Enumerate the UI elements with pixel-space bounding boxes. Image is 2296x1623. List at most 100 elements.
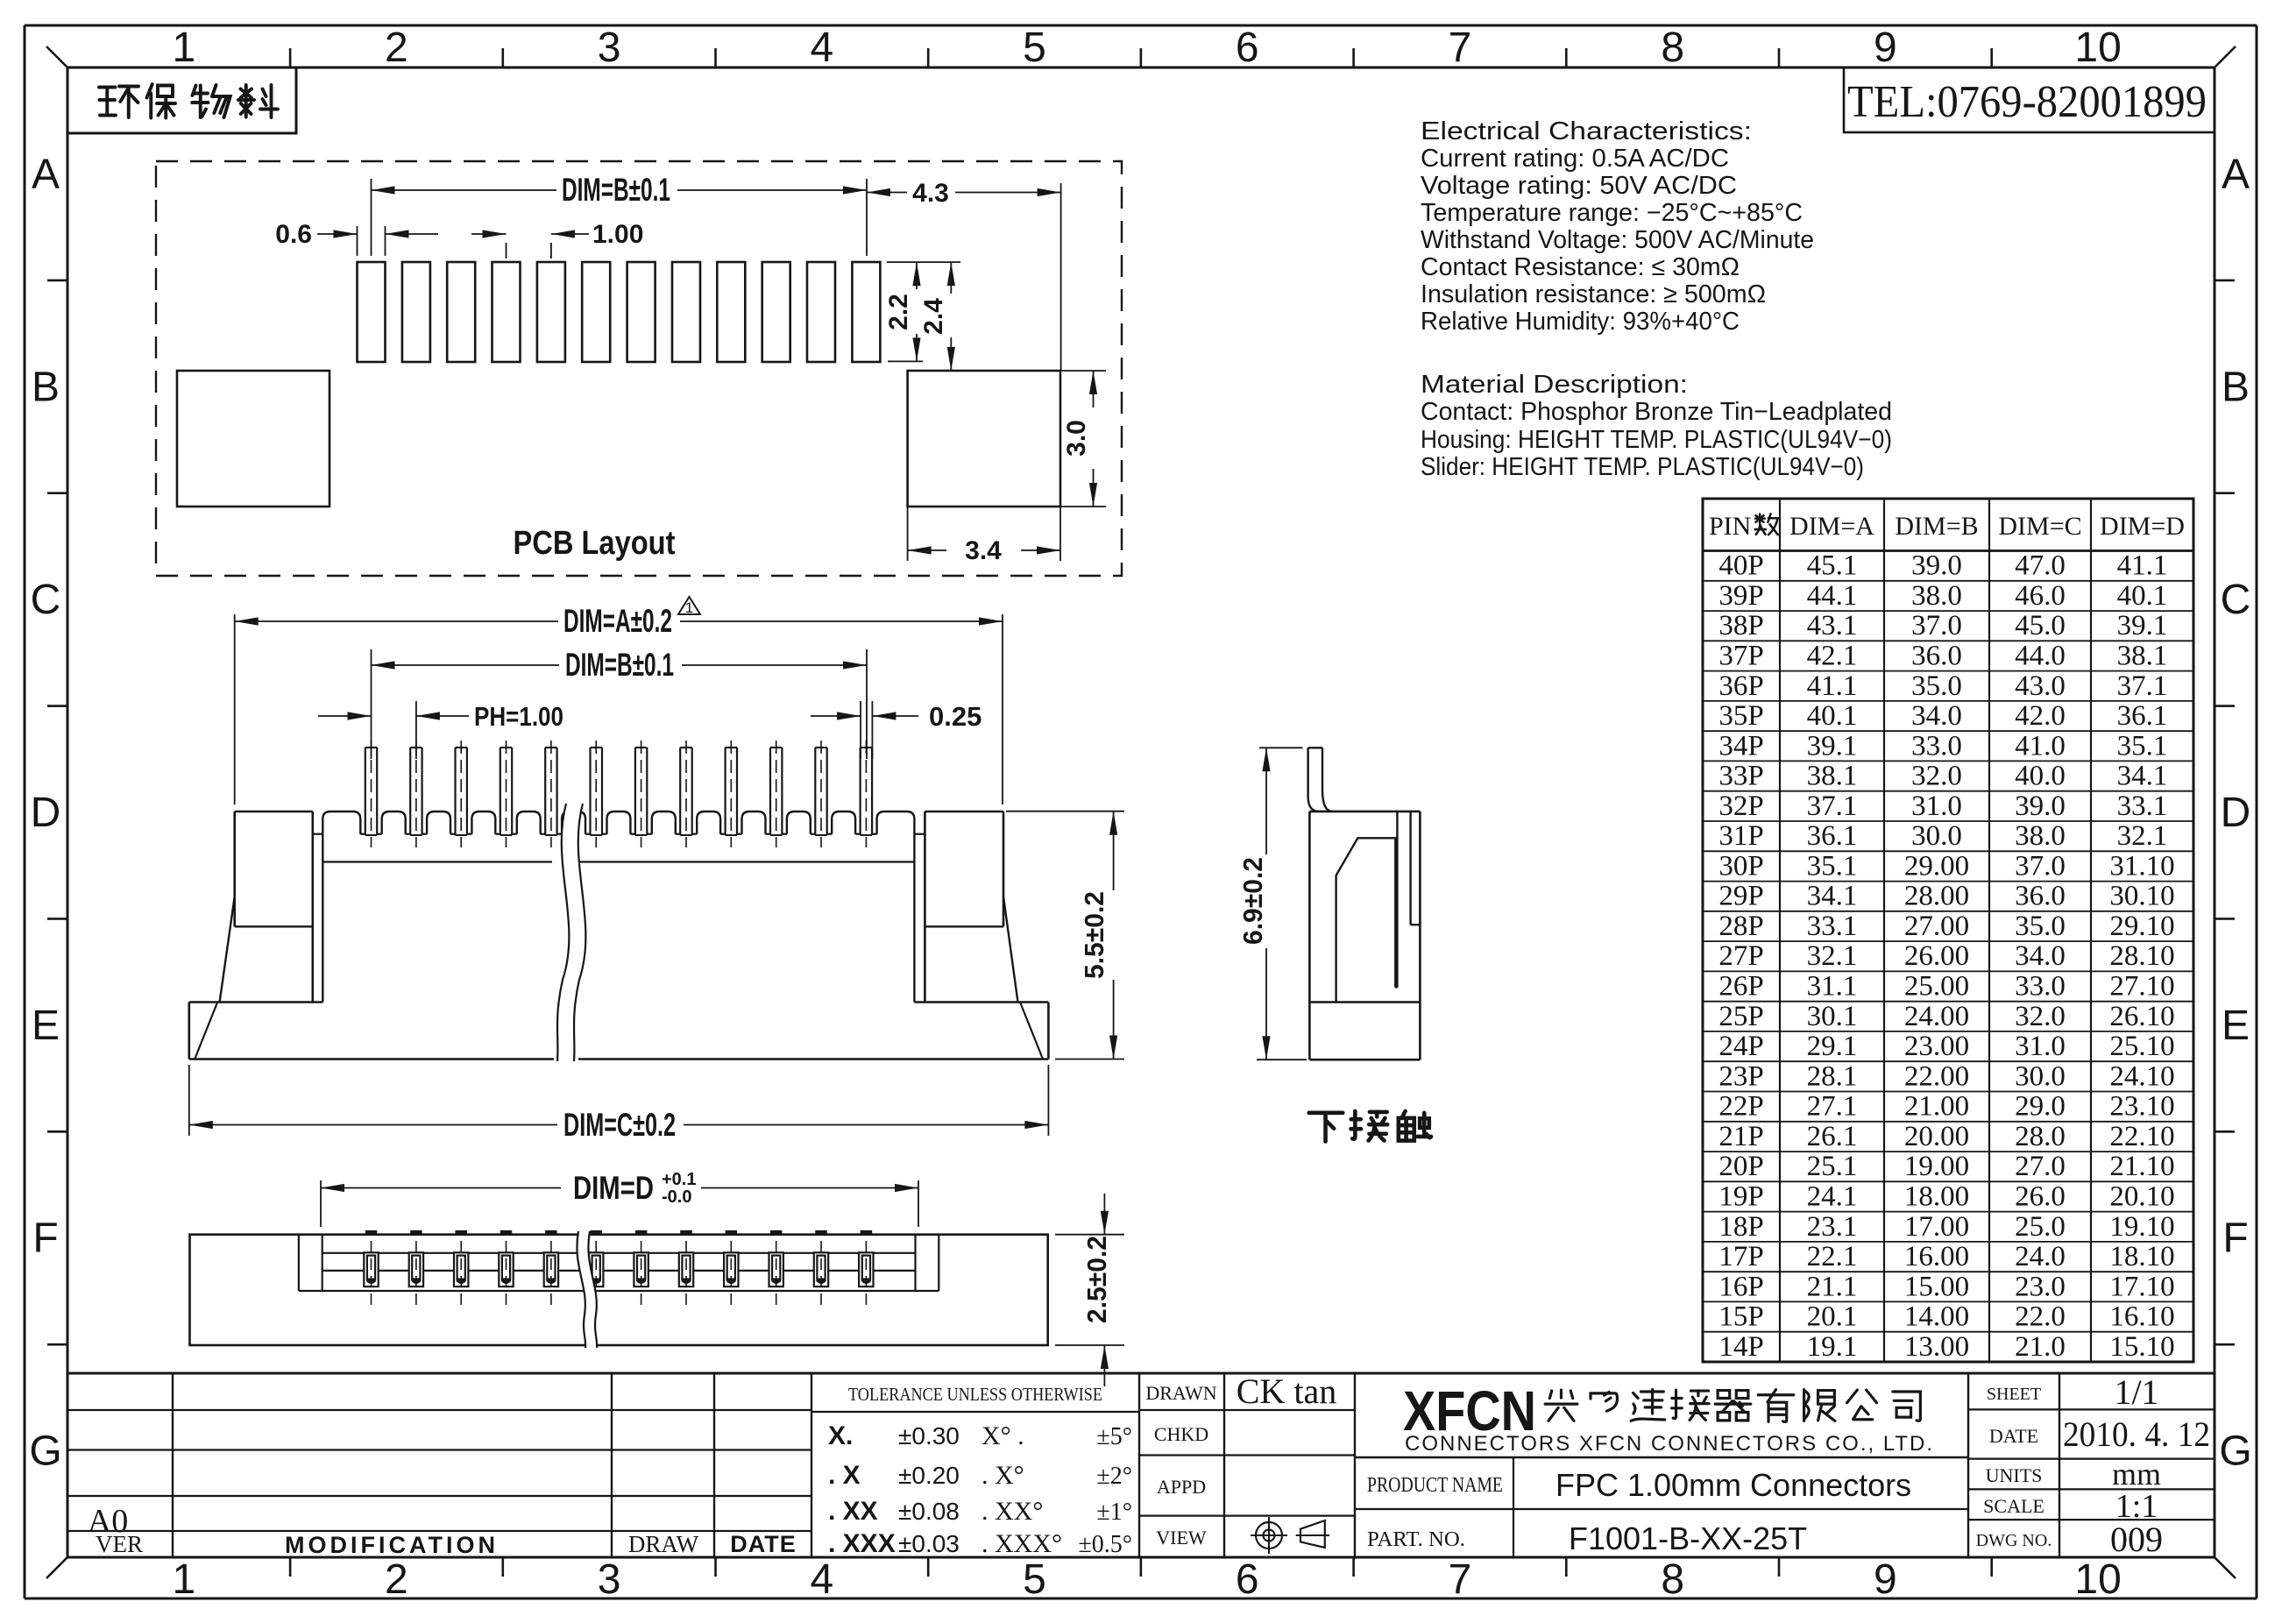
svg-text:CK tan: CK tan <box>1237 1371 1336 1411</box>
svg-text:±0.08: ±0.08 <box>898 1498 960 1525</box>
svg-text:18.00: 18.00 <box>1904 1181 1969 1213</box>
svg-text:21.1: 21.1 <box>1807 1271 1858 1302</box>
svg-text:0.25: 0.25 <box>929 701 981 732</box>
svg-text:C: C <box>2221 577 2251 623</box>
svg-text:VIEW: VIEW <box>1156 1527 1207 1549</box>
svg-text:5.5±0.2: 5.5±0.2 <box>1079 891 1109 979</box>
svg-text:C: C <box>31 577 61 623</box>
svg-text:F: F <box>2222 1215 2248 1262</box>
svg-text:33.0: 33.0 <box>2015 971 2066 1003</box>
svg-text:25.0: 25.0 <box>2015 1211 2066 1243</box>
svg-text:31.0: 31.0 <box>2015 1031 2066 1062</box>
svg-text:16P: 16P <box>1718 1271 1763 1302</box>
svg-text:009: 009 <box>2110 1520 2163 1559</box>
svg-text:42.0: 42.0 <box>2015 700 2066 732</box>
svg-text:36.1: 36.1 <box>1807 820 1858 852</box>
svg-text:18.10: 18.10 <box>2109 1241 2174 1272</box>
svg-text:CHKD: CHKD <box>1154 1423 1208 1445</box>
svg-text:16.10: 16.10 <box>2109 1301 2174 1333</box>
svg-text:G: G <box>29 1428 61 1475</box>
svg-text:2.5±0.2: 2.5±0.2 <box>1081 1236 1112 1323</box>
svg-text:43.1: 43.1 <box>1807 610 1858 641</box>
svg-text:20P: 20P <box>1718 1151 1763 1182</box>
svg-text:24.10: 24.10 <box>2109 1060 2174 1092</box>
svg-text:DIM=D: DIM=D <box>2100 512 2185 541</box>
svg-text:3: 3 <box>598 25 621 71</box>
svg-text:29.00: 29.00 <box>1904 850 1969 882</box>
svg-text:44.1: 44.1 <box>1807 580 1858 612</box>
svg-text:39P: 39P <box>1718 580 1763 612</box>
svg-text:16.00: 16.00 <box>1904 1241 1969 1272</box>
svg-text:29P: 29P <box>1718 881 1763 912</box>
svg-text:17P: 17P <box>1718 1241 1763 1272</box>
svg-text:DATE: DATE <box>1989 1425 2038 1447</box>
svg-text:44.0: 44.0 <box>2015 641 2066 672</box>
svg-text:6: 6 <box>1236 1556 1259 1603</box>
svg-text:30.0: 30.0 <box>1911 820 1962 852</box>
svg-text:mm: mm <box>2112 1456 2161 1492</box>
svg-text:22.10: 22.10 <box>2109 1121 2174 1152</box>
svg-text:38.1: 38.1 <box>2117 641 2168 672</box>
svg-text:4: 4 <box>810 1556 833 1603</box>
svg-text:29.0: 29.0 <box>2015 1091 2066 1123</box>
svg-text:39.0: 39.0 <box>1911 550 1962 582</box>
svg-text:38P: 38P <box>1718 610 1763 641</box>
svg-text:A: A <box>32 151 60 197</box>
svg-text:28.00: 28.00 <box>1904 881 1969 912</box>
svg-text:±2°: ±2° <box>1096 1463 1132 1490</box>
svg-text:24P: 24P <box>1718 1031 1763 1062</box>
svg-text:27P: 27P <box>1718 940 1763 972</box>
svg-text:A0: A0 <box>88 1503 128 1540</box>
svg-text:SCALE: SCALE <box>1983 1495 2044 1517</box>
svg-text:35P: 35P <box>1718 700 1763 732</box>
svg-text:. X°: . X° <box>981 1461 1024 1490</box>
svg-text:9: 9 <box>1874 25 1897 71</box>
svg-text:27.1: 27.1 <box>1807 1091 1858 1123</box>
svg-text:22.0: 22.0 <box>2015 1301 2066 1333</box>
svg-text:±5°: ±5° <box>1096 1423 1132 1450</box>
svg-text:20.1: 20.1 <box>1807 1301 1858 1333</box>
svg-text:10: 10 <box>2074 1556 2121 1603</box>
svg-text:32.0: 32.0 <box>2015 1001 2066 1032</box>
svg-text:26.0: 26.0 <box>2015 1181 2066 1213</box>
svg-text:5: 5 <box>1023 1556 1046 1603</box>
svg-text:26.10: 26.10 <box>2109 1001 2174 1032</box>
svg-text:27.10: 27.10 <box>2109 971 2174 1003</box>
svg-text:35.1: 35.1 <box>1807 850 1858 882</box>
svg-text:34.0: 34.0 <box>2015 940 2066 972</box>
svg-text:22.00: 22.00 <box>1904 1060 1969 1092</box>
svg-text:D: D <box>31 790 61 836</box>
svg-text:19.10: 19.10 <box>2109 1211 2174 1243</box>
svg-text:PIN: PIN <box>1709 512 1751 541</box>
svg-text:3.0: 3.0 <box>1062 420 1091 457</box>
svg-text:6: 6 <box>1236 25 1259 71</box>
svg-text:24.0: 24.0 <box>2015 1241 2066 1272</box>
svg-text:25.1: 25.1 <box>1807 1151 1858 1182</box>
svg-text:45.0: 45.0 <box>2015 610 2066 641</box>
svg-text:35.0: 35.0 <box>2015 911 2066 942</box>
svg-text:DIM=A: DIM=A <box>1789 512 1874 541</box>
svg-text:36.0: 36.0 <box>2015 881 2066 912</box>
svg-text:F: F <box>32 1215 58 1262</box>
svg-text:38.1: 38.1 <box>1807 761 1858 792</box>
svg-text:DATE: DATE <box>730 1531 797 1557</box>
svg-text:DIM=C±0.2: DIM=C±0.2 <box>563 1107 676 1143</box>
svg-text:40.1: 40.1 <box>2117 580 2168 612</box>
svg-text:20.00: 20.00 <box>1904 1121 1969 1152</box>
svg-text:38.0: 38.0 <box>2015 820 2066 852</box>
svg-text:X° .: X° . <box>981 1421 1024 1450</box>
svg-text:33.1: 33.1 <box>2117 790 2168 822</box>
svg-text:SHEET: SHEET <box>1987 1385 2041 1404</box>
svg-text:21.0: 21.0 <box>2015 1331 2066 1363</box>
svg-text:DRAW: DRAW <box>628 1531 699 1557</box>
svg-text:26.1: 26.1 <box>1807 1121 1858 1152</box>
svg-text:24.1: 24.1 <box>1807 1181 1858 1213</box>
svg-text:15.00: 15.00 <box>1904 1271 1969 1302</box>
svg-text:Current rating: 0.5A AC/DC: Current rating: 0.5A AC/DC <box>1421 145 1729 173</box>
svg-text:1: 1 <box>685 599 693 616</box>
svg-text:9: 9 <box>1874 1556 1897 1603</box>
svg-text:23P: 23P <box>1718 1060 1763 1092</box>
svg-text:±0.20: ±0.20 <box>898 1462 960 1489</box>
svg-text:39.0: 39.0 <box>2015 790 2066 822</box>
svg-text:. XXX°: . XXX° <box>981 1529 1062 1558</box>
